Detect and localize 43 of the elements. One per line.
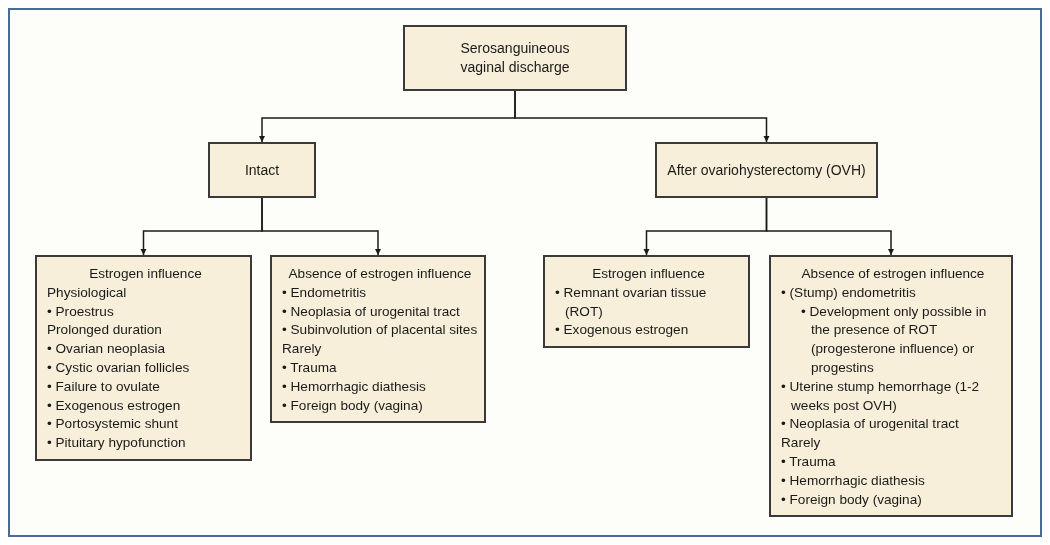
box-heading: Estrogen influence	[591, 265, 706, 283]
bullet-item: • Proestrus	[47, 302, 115, 321]
bullet-item: • Exogenous estrogen	[47, 396, 182, 415]
bullet-item: • Endometritis	[282, 283, 368, 302]
bullet-item: • Uterine stump hemorrhage (1-2 weeks post OVH)	[781, 377, 981, 415]
bullet-item: • Ovarian neoplasia	[47, 340, 167, 359]
process-box	[403, 25, 627, 91]
bullet-item: • Pituitary hypofunction	[47, 434, 187, 453]
bullet-item: • Portosystemic shunt	[47, 415, 179, 434]
subheading: Physiological	[47, 283, 128, 302]
bullet-item: • Failure to ovulate	[47, 377, 161, 396]
process-box	[35, 255, 252, 461]
subheading: Rarely	[781, 434, 822, 453]
node-label: Serosanguineous vaginal discharge	[459, 39, 571, 77]
process-box	[769, 255, 1013, 518]
arrow	[261, 197, 381, 256]
node-label: After ovariohysterectomy (OVH)	[667, 160, 866, 180]
process-box	[208, 142, 316, 198]
bullet-item: • Cystic ovarian follicles	[47, 359, 191, 377]
bullet-item: • Foreign body (vagina)	[282, 396, 424, 415]
bullet-item: • Neoplasia of urogenital tract	[282, 302, 461, 321]
bullet-item: • Hemorrhagic diathesis	[282, 377, 427, 396]
box-heading: Absence of estrogen influence	[287, 265, 473, 283]
bullet-item: • Remnant ovarian tissue (ROT)	[555, 283, 708, 321]
subheading: Prolonged duration	[47, 321, 163, 340]
bullet-item: • (Stump) endometritis	[781, 283, 917, 302]
node-label: Intact	[244, 160, 280, 180]
arrow	[765, 197, 894, 256]
box-heading: Estrogen influence	[88, 265, 203, 283]
box-heading: Absence of estrogen influence	[800, 265, 986, 283]
bullet-item: • Trauma	[781, 452, 837, 471]
process-box	[270, 255, 486, 424]
bullet-item: • Hemorrhagic diathesis	[781, 471, 926, 490]
bullet-item: • Development only possible in the presence of ROT (progesterone influence) or progestins	[800, 302, 988, 377]
bullet-item: • Neoplasia of urogenital tract	[781, 415, 960, 434]
process-box	[543, 255, 750, 349]
bullet-item: • Trauma	[282, 359, 338, 377]
bullet-item: • Exogenous estrogen	[555, 321, 690, 340]
arrow	[514, 90, 770, 143]
subheading: Rarely	[282, 340, 323, 359]
process-box	[655, 142, 878, 198]
bullet-item: • Subinvolution of placental sites	[282, 321, 478, 340]
bullet-item: • Foreign body (vagina)	[781, 490, 923, 509]
